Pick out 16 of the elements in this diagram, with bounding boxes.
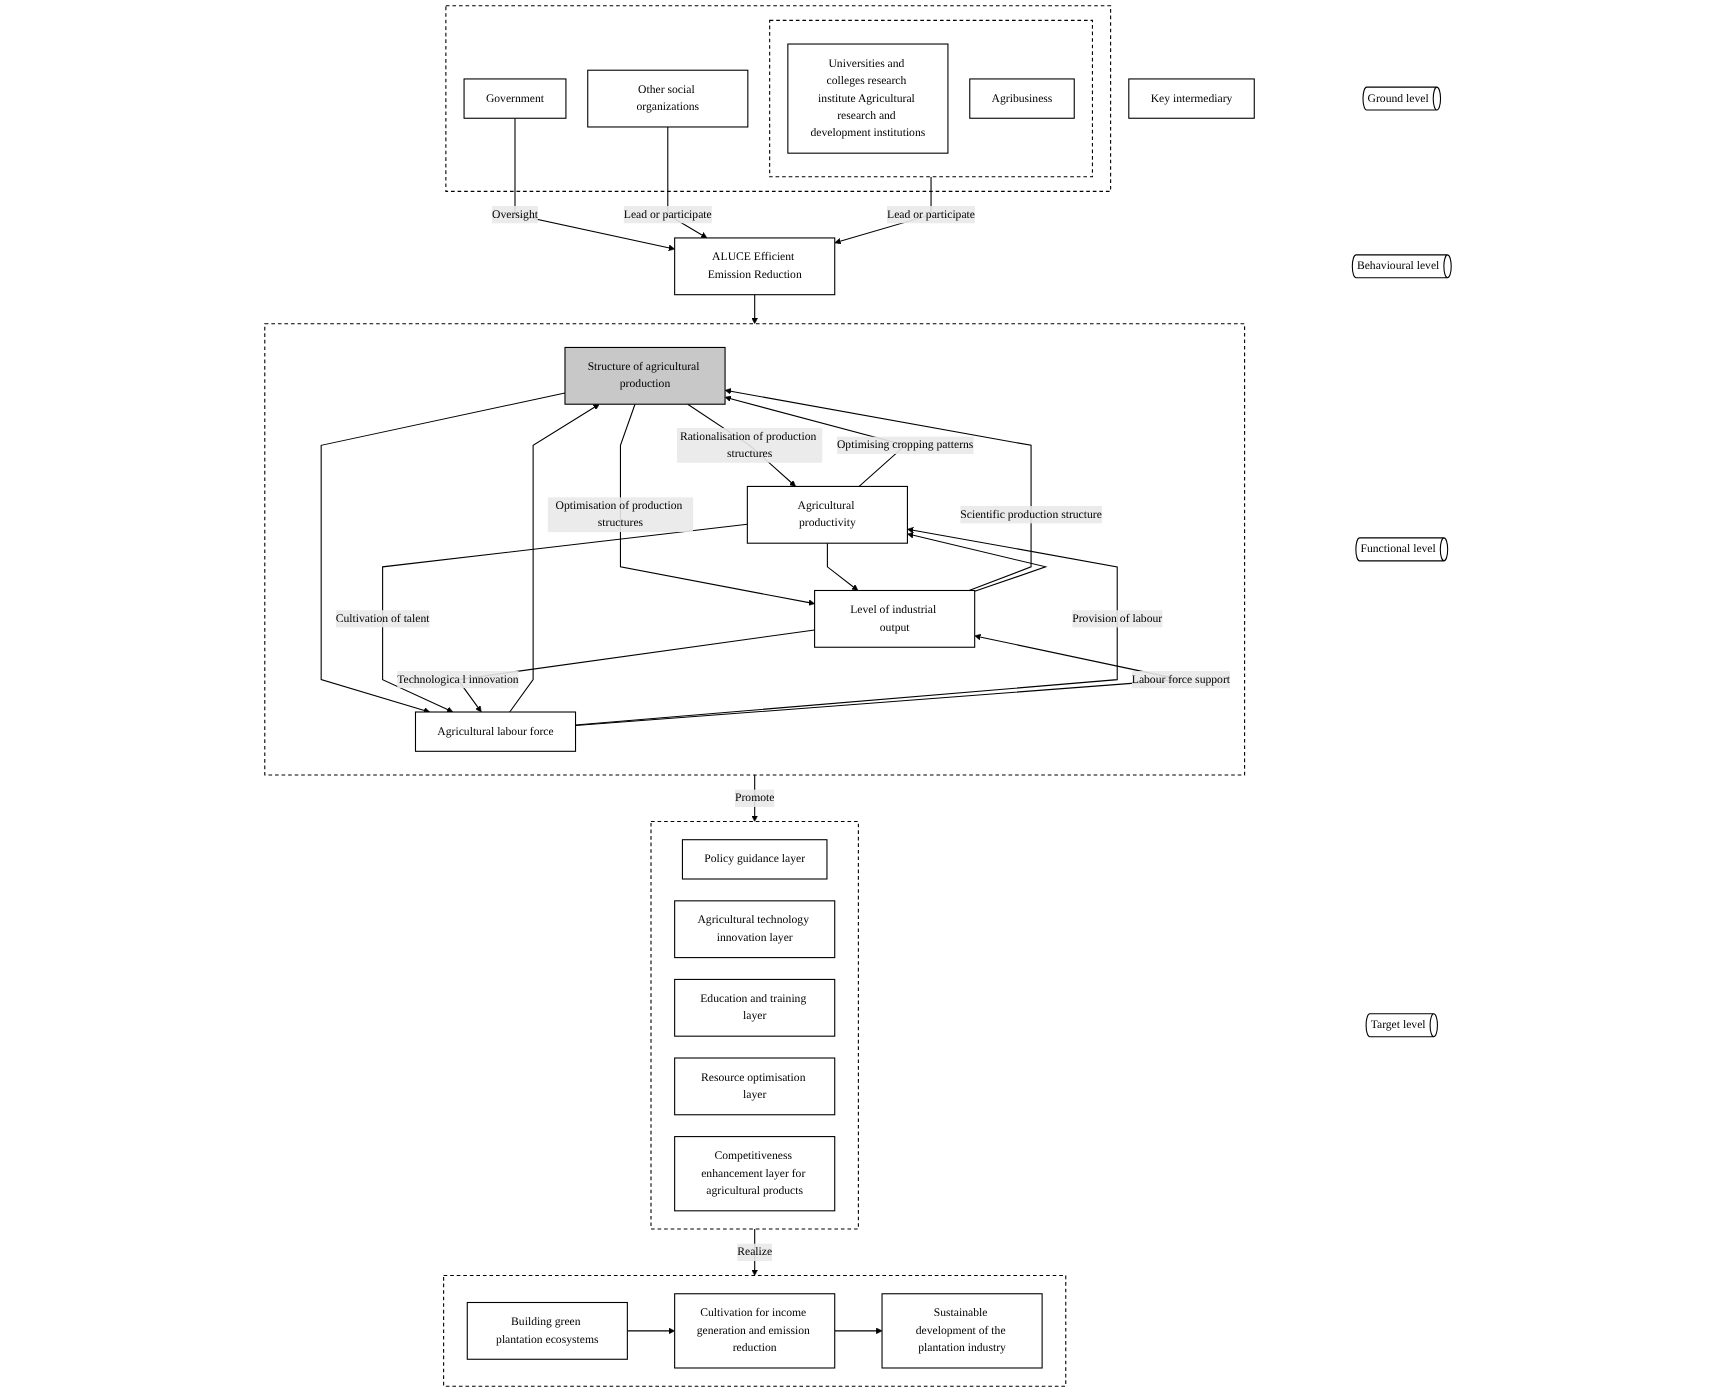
cluster [264,323,1246,776]
arrow [907,532,1048,592]
cluster [445,5,1112,192]
arrow [751,294,758,325]
arrow [382,523,748,713]
arrow [751,774,758,822]
arrow [320,392,566,714]
arrow [514,117,675,251]
cluster [650,820,859,1230]
arrow [826,542,859,591]
arrow [626,1327,675,1335]
arrow [575,527,1118,726]
arrow [834,1327,883,1335]
cluster [769,19,1093,178]
arrow [509,403,600,713]
cluster [443,1275,1067,1387]
